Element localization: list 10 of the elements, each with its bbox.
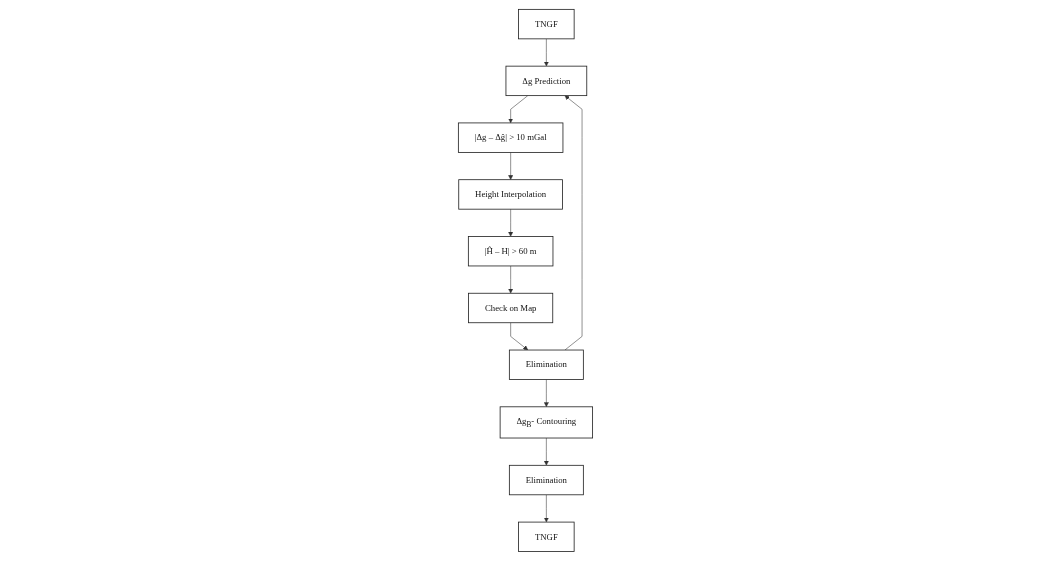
node-box: Elimination bbox=[508, 464, 584, 496]
node-box: Δg Prediction bbox=[505, 65, 588, 97]
node-box: |Δg – Δĝ| > 10 mGal bbox=[457, 122, 564, 153]
node-box: Δg$_{B}$- Contouring bbox=[499, 406, 594, 439]
node-box: |Ĥ – H| > 60 m bbox=[467, 236, 554, 267]
node-box: Check on Map bbox=[468, 292, 554, 324]
node-box: TNGF bbox=[518, 9, 575, 40]
node-box: TNGF bbox=[518, 521, 575, 552]
node-box: Height Interpolation bbox=[458, 179, 563, 210]
node-box: Elimination bbox=[508, 349, 584, 380]
